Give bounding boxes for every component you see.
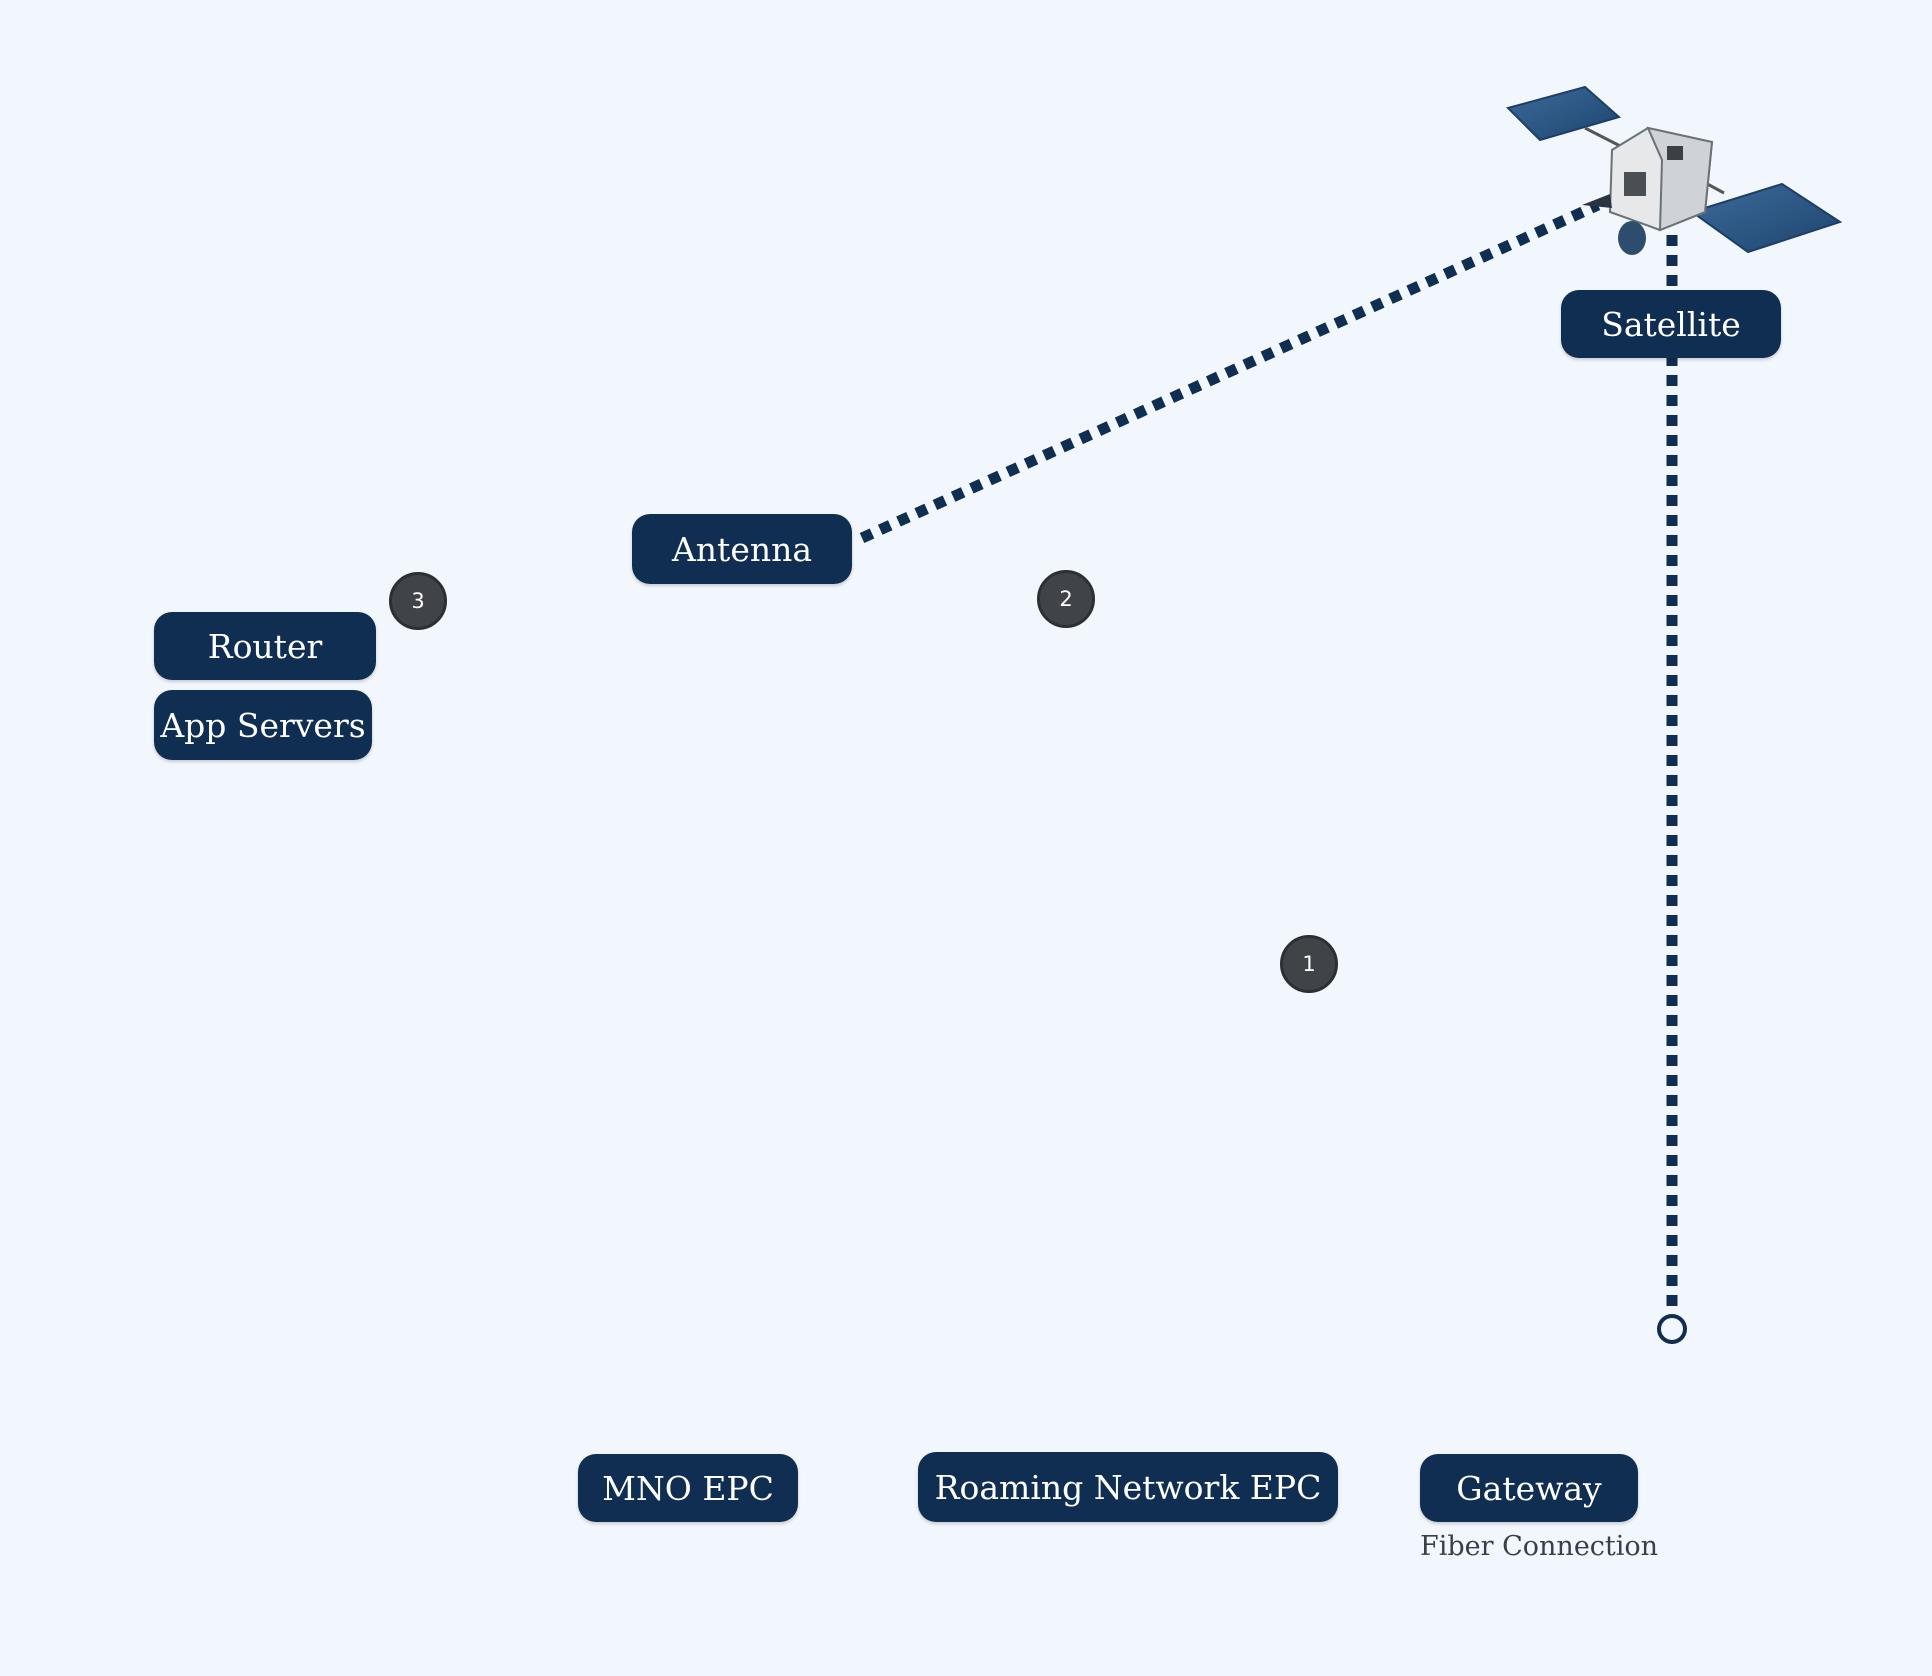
roaming-epc-label: Roaming Network EPC xyxy=(918,1452,1338,1522)
badge-1: 1 xyxy=(1280,935,1338,993)
router-label: Router xyxy=(154,612,376,680)
antenna-label: Antenna xyxy=(632,514,852,584)
satellite-label: Satellite xyxy=(1561,290,1781,358)
badge-3: 3 xyxy=(389,572,447,630)
gateway-label: Gateway xyxy=(1420,1454,1638,1522)
satellite-link-gateway xyxy=(1657,235,1687,1344)
app-servers-label: App Servers xyxy=(154,690,372,760)
mno-epc-label: MNO EPC xyxy=(578,1454,798,1522)
satellite-link-airplane xyxy=(859,199,1601,544)
fiber-connection-caption: Fiber Connection xyxy=(1420,1531,1659,1562)
satellite-icon xyxy=(1506,85,1843,255)
badge-2: 2 xyxy=(1037,570,1095,628)
